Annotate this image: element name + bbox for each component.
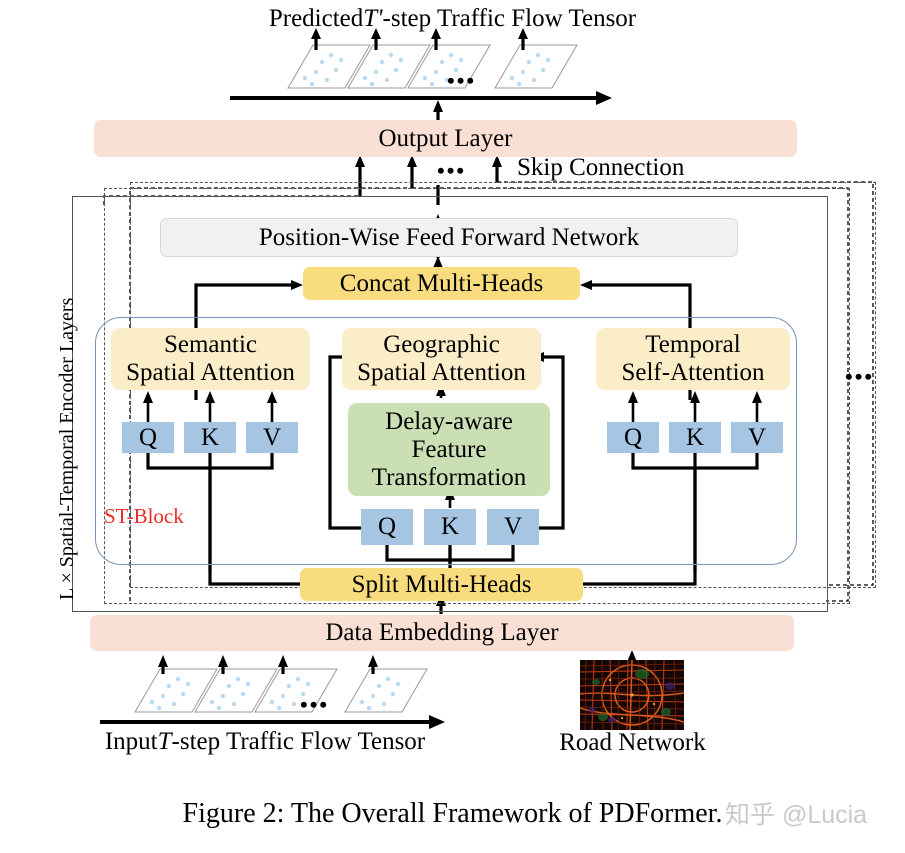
encoder-side-label: L × Spatial-Temporal Encoder Layers — [56, 297, 78, 600]
feed-forward-label: Position-Wise Feed Forward Network — [258, 223, 640, 251]
output-layer-label: Output Layer — [378, 124, 513, 152]
temporal-v-label: V — [747, 423, 767, 451]
encoder-layer-box — [72, 196, 828, 612]
feed-forward-network-box[interactable]: Position-Wise Feed Forward Network — [160, 218, 738, 257]
watermark: 知乎 @Lucia — [725, 801, 868, 829]
top-tensor-slices — [230, 28, 612, 155]
concat-multi-heads-label: Concat Multi-Heads — [339, 269, 544, 297]
semantic-k-box[interactable]: K — [184, 422, 236, 453]
split-multi-heads-label: Split Multi-Heads — [351, 570, 532, 598]
bottom-tensor-ellipsis: ••• — [300, 692, 330, 717]
delay-aware-line1: Delay-aware — [385, 407, 513, 435]
semantic-spatial-attention-box[interactable]: Semantic Spatial Attention — [111, 328, 310, 390]
geographic-k-label: K — [440, 513, 460, 540]
temporal-attention-line1: Temporal — [645, 331, 741, 358]
split-multiheads-connections — [208, 468, 697, 614]
top-tensor-ellipsis: ••• — [447, 68, 477, 93]
semantic-v-box[interactable]: V — [246, 422, 298, 453]
skip-connection-arrows — [355, 155, 502, 196]
semantic-q-box[interactable]: Q — [122, 422, 174, 453]
geographic-k-box[interactable]: K — [424, 509, 476, 545]
temporal-attention-line2: Self-Attention — [621, 359, 765, 386]
split-multi-heads-box[interactable]: Split Multi-Heads — [300, 568, 583, 601]
temporal-q-label: Q — [623, 423, 643, 451]
geographic-attention-line1: Geographic — [383, 331, 500, 358]
concat-multi-heads-box[interactable]: Concat Multi-Heads — [303, 267, 580, 300]
temporal-self-attention-box[interactable]: Temporal Self-Attention — [596, 328, 790, 390]
st-block-label: ST-Block — [104, 504, 184, 528]
semantic-k-label: K — [200, 423, 220, 451]
semantic-v-label: V — [262, 423, 282, 451]
input-title-pre: Input — [104, 728, 158, 755]
geographic-attention-line2: Spatial Attention — [357, 359, 526, 386]
geographic-v-box[interactable]: V — [487, 509, 539, 545]
semantic-q-label: Q — [138, 423, 158, 451]
temporal-q-box[interactable]: Q — [607, 422, 659, 453]
input-title-var: T — [157, 728, 172, 755]
data-embedding-layer-box[interactable]: Data Embedding Layer — [90, 615, 794, 651]
predicted-title-post: -step Traffic Flow Tensor — [382, 5, 637, 32]
encoder-stack-layer-2 — [104, 188, 850, 604]
delay-aware-line3: Transformation — [371, 463, 527, 491]
encoder-stack-ellipsis: ••• — [845, 364, 875, 389]
road-network-label: Road Network — [559, 729, 706, 756]
road-network-svg — [580, 660, 684, 730]
st-block-container — [95, 317, 797, 565]
geographic-v-label: V — [503, 513, 523, 540]
delay-aware-line2: Feature — [411, 435, 487, 463]
data-embedding-label: Data Embedding Layer — [325, 619, 559, 646]
bottom-tensor-slices — [100, 655, 445, 729]
semantic-attention-line1: Semantic — [163, 331, 258, 358]
skip-connection-label: Skip Connection — [517, 154, 685, 181]
input-tensor-title: Input T-step Traffic Flow Tensor — [55, 726, 475, 758]
figure-caption: Figure 2: The Overall Framework of PDFor… — [182, 798, 723, 829]
temporal-v-box[interactable]: V — [731, 422, 783, 453]
road-network-image — [580, 660, 684, 730]
delay-aware-feature-transformation-box[interactable]: Delay-aware Feature Transformation — [348, 403, 550, 496]
geographic-q-label: Q — [377, 513, 397, 540]
temporal-k-label: K — [685, 423, 705, 451]
geographic-q-box[interactable]: Q — [361, 509, 413, 545]
skip-connection-ellipsis: ••• — [437, 158, 467, 183]
temporal-k-box[interactable]: K — [669, 422, 721, 453]
output-layer-box[interactable]: Output Layer — [94, 120, 797, 157]
geographic-spatial-attention-box[interactable]: Geographic Spatial Attention — [342, 328, 541, 390]
input-title-post: -step Traffic Flow Tensor — [171, 728, 426, 755]
semantic-attention-line2: Spatial Attention — [126, 359, 295, 386]
predicted-tensor-title: Predicted T'-step Traffic Flow Tensor — [150, 3, 755, 35]
predicted-title-var: T' — [363, 5, 383, 32]
predicted-title-pre: Predicted — [268, 5, 364, 32]
